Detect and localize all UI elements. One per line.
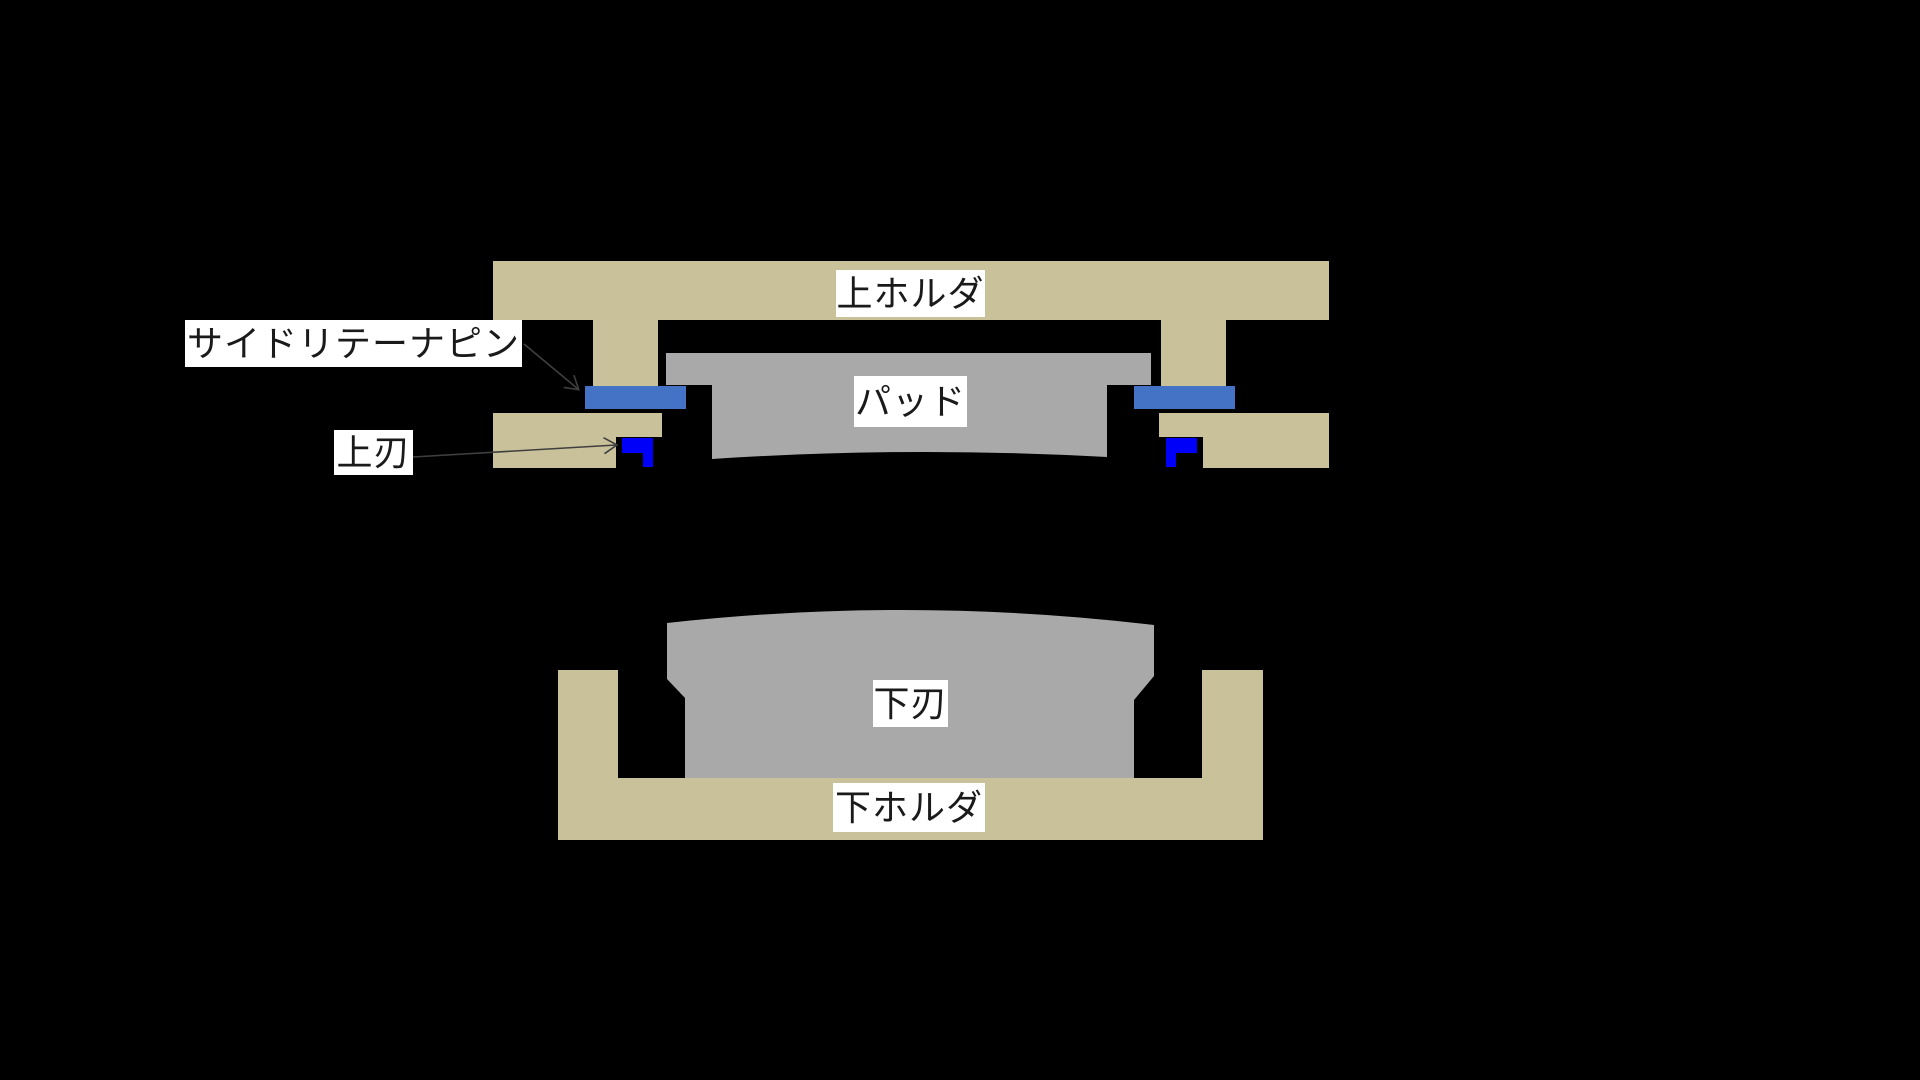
upper-holder-label: 上ホルダ: [836, 270, 985, 317]
lower-holder-label: 下ホルダ: [833, 783, 985, 832]
upper-holder-left-leg: [593, 320, 658, 386]
upper-blade-label: 上刃: [334, 430, 413, 475]
lower-holder-shape: [558, 670, 1263, 840]
lower-blade-label: 下刃: [873, 680, 948, 727]
side-retainer-pin-right: [1134, 386, 1235, 409]
side-retainer-pin-label: サイドリテーナピン: [185, 320, 522, 367]
side-retainer-pin-arrow: [523, 343, 580, 391]
upper-blade-left-shape: [622, 438, 653, 467]
upper-blade-right-shape: [1166, 438, 1197, 467]
side-retainer-pin-left: [585, 386, 686, 409]
upper-holder-right-arm: [1159, 413, 1329, 468]
upper-holder-right-leg: [1161, 320, 1226, 386]
upper-holder-left-arm: [493, 413, 662, 468]
pad-label: パッド: [854, 376, 967, 427]
upper-blade-arrow: [412, 437, 619, 458]
